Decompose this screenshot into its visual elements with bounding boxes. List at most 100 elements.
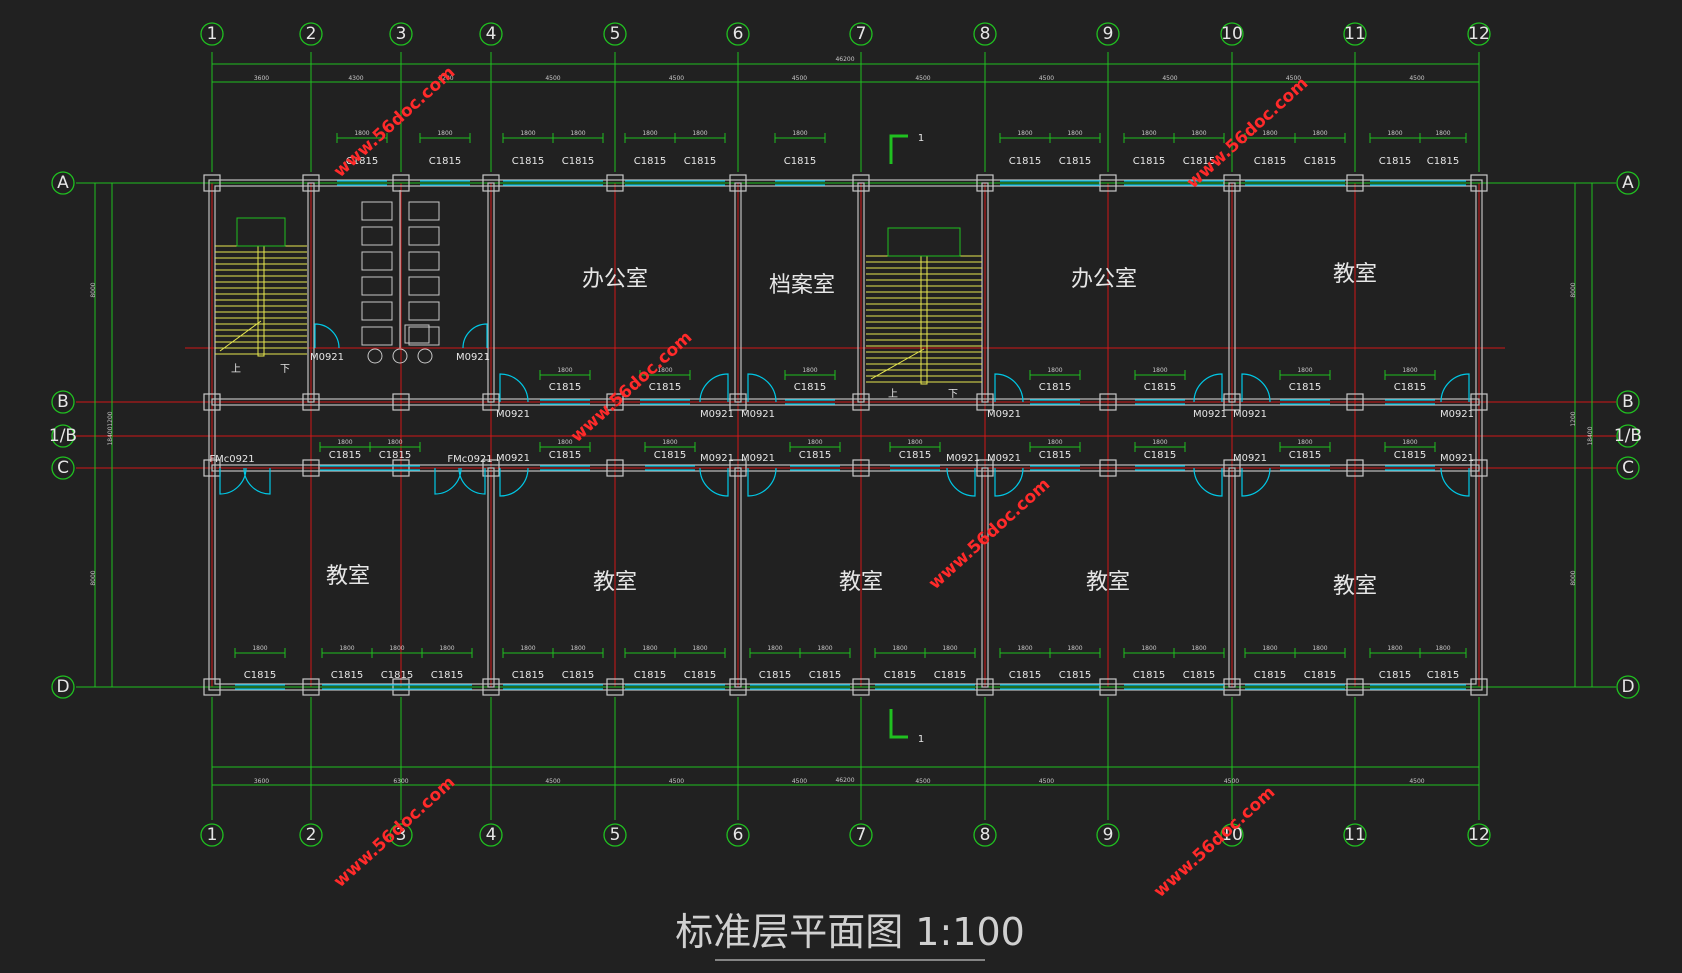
axis-label-12: 12 bbox=[1468, 24, 1490, 44]
windows: C18151800C18151800C18151800C18151800C181… bbox=[234, 130, 1467, 690]
window-dim-text: 1800 bbox=[520, 645, 535, 652]
dim-top-span: 4500 bbox=[545, 75, 560, 82]
mop-sink bbox=[404, 324, 430, 344]
column bbox=[203, 174, 221, 192]
window-label: C1815 bbox=[244, 670, 276, 681]
corridor-wall bbox=[211, 398, 1480, 406]
window-dim-text: 1800 bbox=[642, 130, 657, 137]
column bbox=[302, 174, 320, 192]
dim-side: 8000 bbox=[1570, 570, 1577, 585]
toilet-stall bbox=[361, 326, 393, 346]
axis-bubble bbox=[51, 424, 75, 448]
door-label: M0921 bbox=[1440, 409, 1474, 420]
window-label: C1815 bbox=[1254, 670, 1286, 681]
door-swing bbox=[1241, 373, 1271, 403]
columns bbox=[203, 174, 1488, 696]
dim-top-span: 3600 bbox=[254, 75, 269, 82]
dim-top-span: 4500 bbox=[1409, 75, 1424, 82]
axis-bubble bbox=[1616, 424, 1640, 448]
column bbox=[1470, 174, 1488, 192]
column bbox=[1470, 393, 1488, 411]
axis-label-5: 5 bbox=[610, 24, 621, 44]
watermarks: www.56doc.comwww.56doc.comwww.56doc.comw… bbox=[330, 62, 1312, 901]
window-label: C1815 bbox=[512, 156, 544, 167]
column bbox=[203, 678, 221, 696]
stair-handrail bbox=[257, 245, 265, 357]
dim-bottom-span: 3600 bbox=[254, 778, 269, 785]
window-label: C1815 bbox=[634, 156, 666, 167]
toilet-stall bbox=[408, 201, 440, 221]
dim-side: 18400 bbox=[107, 426, 114, 445]
window-label: C1815 bbox=[329, 450, 361, 461]
window-dim-text: 1800 bbox=[907, 439, 922, 446]
axis-bubble bbox=[299, 823, 323, 847]
section-mark-label: 1 bbox=[918, 734, 924, 745]
window-label: C1815 bbox=[549, 382, 581, 393]
window-dim-text: 1800 bbox=[1312, 645, 1327, 652]
axis-bubble bbox=[479, 22, 503, 46]
column bbox=[852, 393, 870, 411]
axis-label-9: 9 bbox=[1103, 24, 1114, 44]
dim-bottom-span: 4500 bbox=[669, 778, 684, 785]
axis-bubble bbox=[1096, 823, 1120, 847]
axis-label-10: 10 bbox=[1221, 24, 1243, 44]
door-swing bbox=[1193, 467, 1223, 497]
watermark-text: www.56doc.com bbox=[330, 772, 459, 891]
partition-wall bbox=[307, 182, 315, 403]
stairs: 上下上下 bbox=[215, 217, 982, 400]
door-swing bbox=[458, 467, 486, 495]
dim-bottom-span: 4500 bbox=[792, 778, 807, 785]
axis-bubble bbox=[51, 675, 75, 699]
column bbox=[852, 459, 870, 477]
window-label: C1815 bbox=[331, 670, 363, 681]
partition-wall bbox=[487, 182, 495, 403]
dim-side: 8000 bbox=[1570, 282, 1577, 297]
axis-bubble bbox=[389, 22, 413, 46]
door-label: M0921 bbox=[310, 352, 344, 363]
window-label: C1815 bbox=[784, 156, 816, 167]
axis-bubble bbox=[1616, 390, 1640, 414]
window-dim-text: 1800 bbox=[570, 130, 585, 137]
window-label: C1815 bbox=[1059, 670, 1091, 681]
dim-side: 1200 bbox=[107, 411, 114, 426]
axis-label-C: C bbox=[57, 458, 69, 478]
window-dim-text: 1800 bbox=[642, 645, 657, 652]
window-dim-text: 1800 bbox=[520, 130, 535, 137]
window-label: C1815 bbox=[1039, 382, 1071, 393]
room-name: 档案室 bbox=[769, 273, 835, 298]
dim-bottom-span: 4500 bbox=[1409, 778, 1424, 785]
column bbox=[392, 174, 410, 192]
washbasin bbox=[367, 348, 383, 364]
door-swing bbox=[1241, 467, 1271, 497]
stair-down-label: 下 bbox=[280, 364, 290, 375]
axis-bubble bbox=[849, 22, 873, 46]
partition-wall bbox=[981, 467, 989, 688]
axis-label-A: A bbox=[57, 173, 69, 193]
window-dim-text: 1800 bbox=[1047, 367, 1062, 374]
column bbox=[976, 174, 994, 192]
toilet-stall bbox=[361, 301, 393, 321]
door-swing bbox=[499, 467, 529, 497]
column bbox=[1346, 174, 1364, 192]
window-label: C1815 bbox=[1379, 156, 1411, 167]
window-dim-text: 1800 bbox=[1387, 645, 1402, 652]
axis-label-1/B: 1/B bbox=[1614, 426, 1642, 446]
stair-arrow bbox=[219, 320, 262, 352]
dim-top-span: 4500 bbox=[792, 75, 807, 82]
washbasin bbox=[392, 348, 408, 364]
axis-bubble bbox=[973, 22, 997, 46]
window-dim-text: 1800 bbox=[437, 130, 452, 137]
column bbox=[1099, 174, 1117, 192]
dim-overall-top: 46200 bbox=[835, 56, 854, 63]
axis-bubble bbox=[200, 22, 224, 46]
column bbox=[976, 678, 994, 696]
partition-wall bbox=[734, 182, 742, 403]
axis-label-2: 2 bbox=[306, 825, 317, 845]
column bbox=[729, 459, 747, 477]
door-swing bbox=[462, 323, 488, 349]
column bbox=[1223, 174, 1241, 192]
axis-label-6: 6 bbox=[733, 24, 744, 44]
